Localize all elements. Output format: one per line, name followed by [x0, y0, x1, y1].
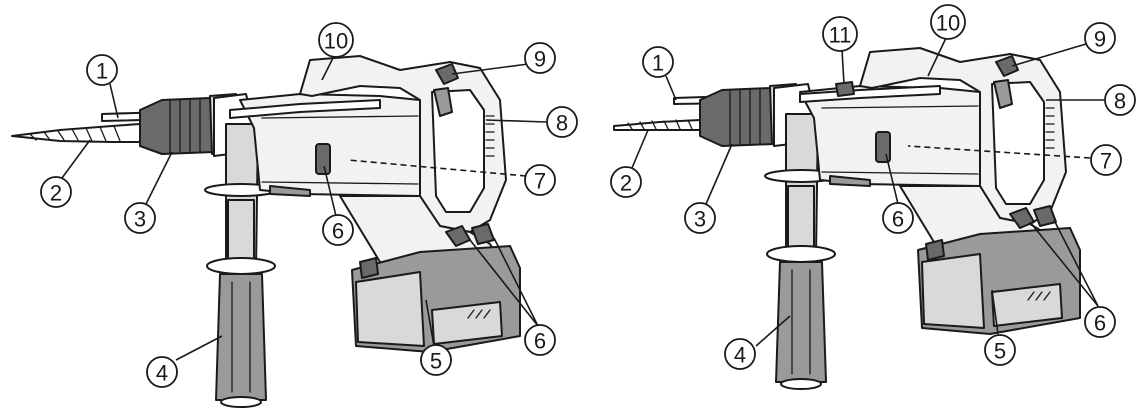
- right-top-rail: [799, 85, 941, 103]
- right-callout-6-battery: 6: [1084, 306, 1116, 338]
- left-drill-bit: [11, 123, 141, 143]
- right-callout-3: 3: [684, 202, 716, 234]
- svg-text:2: 2: [620, 171, 632, 196]
- right-rotary-hammer-illustration: 1 2 3 4 5 6 6 7 8 9 10 11: [610, 4, 1136, 390]
- right-callouts: 1 2 3 4 5 6 6 7 8 9 10 11: [610, 4, 1136, 370]
- left-callout-3: 3: [124, 202, 156, 234]
- left-top-rail: [229, 99, 381, 119]
- right-motor-housing: [799, 85, 981, 187]
- svg-text:5: 5: [994, 339, 1006, 364]
- left-callout-10: 10: [318, 22, 354, 58]
- left-callout-5: 5: [420, 344, 452, 376]
- svg-text:7: 7: [534, 169, 546, 194]
- right-callout-1: 1: [642, 46, 674, 78]
- svg-text:10: 10: [324, 29, 348, 54]
- left-callout-2: 2: [40, 176, 72, 208]
- svg-text:4: 4: [156, 361, 168, 386]
- right-stopper: [835, 81, 855, 97]
- svg-text:6: 6: [1094, 311, 1106, 336]
- svg-text:6: 6: [892, 207, 904, 232]
- svg-text:8: 8: [556, 111, 568, 136]
- svg-text:6: 6: [534, 329, 546, 354]
- svg-text:3: 3: [134, 207, 146, 232]
- svg-text:8: 8: [1114, 89, 1126, 114]
- right-callout-10: 10: [930, 4, 966, 40]
- right-callout-11: 11: [822, 16, 858, 52]
- left-callout-4: 4: [146, 356, 178, 388]
- svg-text:10: 10: [936, 11, 960, 36]
- left-callout-1: 1: [86, 54, 118, 86]
- right-callout-2: 2: [610, 166, 642, 198]
- left-callouts: 1 2 3 4 5 6 6 7 8 9 10: [40, 22, 578, 388]
- left-callout-8: 8: [546, 106, 578, 138]
- svg-text:9: 9: [1094, 27, 1106, 52]
- svg-text:6: 6: [332, 219, 344, 244]
- right-drill-bit: [613, 119, 701, 131]
- left-battery-pack: [351, 223, 521, 353]
- svg-text:4: 4: [734, 343, 746, 368]
- svg-text:7: 7: [1100, 149, 1112, 174]
- left-callout-6-switch: 6: [322, 214, 354, 246]
- svg-text:9: 9: [534, 47, 546, 72]
- left-leader-lines: [61, 55, 547, 361]
- svg-text:1: 1: [96, 59, 108, 84]
- right-callout-4: 4: [724, 338, 756, 370]
- left-main-handle: [299, 55, 507, 233]
- svg-text:11: 11: [829, 23, 852, 48]
- left-rotary-hammer-illustration: 1 2 3 4 5 6 6 7 8 9 10: [11, 22, 578, 408]
- right-callout-7: 7: [1090, 144, 1122, 176]
- right-callout-9: 9: [1084, 22, 1116, 54]
- left-callout-6-battery: 6: [524, 324, 556, 356]
- right-callout-5: 5: [984, 334, 1016, 366]
- right-callout-8: 8: [1104, 84, 1136, 116]
- right-main-handle: [859, 47, 1067, 225]
- svg-text:5: 5: [430, 349, 442, 374]
- right-leader-lines: [631, 37, 1104, 347]
- left-callout-7: 7: [524, 164, 556, 196]
- left-callout-9: 9: [524, 42, 556, 74]
- svg-text:1: 1: [652, 51, 664, 76]
- right-callout-6-switch: 6: [882, 202, 914, 234]
- svg-text:3: 3: [694, 207, 706, 232]
- right-battery-pack: [917, 205, 1081, 335]
- svg-text:2: 2: [50, 181, 62, 206]
